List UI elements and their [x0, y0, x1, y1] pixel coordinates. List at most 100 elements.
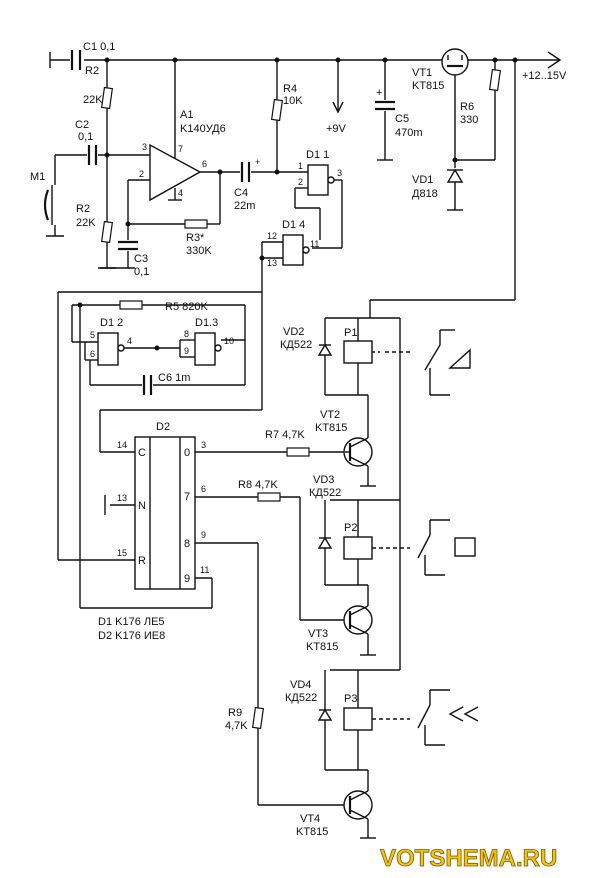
c6-label: C6 1m: [158, 372, 190, 384]
plus-9v-arrow: [332, 57, 344, 114]
d2-out-9: 9: [184, 573, 190, 585]
d2-pin-n: N: [138, 500, 146, 512]
c2-value: 0,1: [78, 131, 93, 143]
opamp-a1: [100, 57, 275, 269]
r9-value: 4,7K: [225, 720, 248, 732]
counter-d2: [57, 291, 262, 609]
d13-pin-9: 9: [184, 346, 189, 356]
c4-label: C4: [234, 187, 248, 199]
d2-pin-3: 3: [201, 440, 206, 450]
r4-label: R4: [283, 83, 297, 95]
d2-out-0: 0: [184, 447, 190, 459]
r4-value: 10K: [283, 95, 303, 107]
legend-line-2: D2 K176 ИЕ8: [98, 630, 165, 642]
a1-pin-6: 6: [202, 159, 207, 169]
c4-value: 22m: [234, 200, 255, 212]
vd3-label: VD3: [313, 474, 334, 486]
d14-pin-13: 13: [267, 258, 277, 268]
relay-channel-1: [195, 318, 471, 487]
c1-label: C1 0,1: [83, 41, 115, 53]
vd1-label: VD1: [412, 174, 433, 186]
d12-pin-4: 4: [127, 336, 132, 346]
bias-network: [43, 57, 148, 269]
relay-channel-2: [195, 492, 476, 656]
supply-rail: [49, 50, 562, 70]
relay-channel-3: [195, 542, 479, 839]
d12-label: D1 2: [100, 317, 123, 329]
vt1-value: KT815: [412, 80, 444, 92]
vd1-value: Д818: [412, 188, 438, 200]
r3-label: R3*: [186, 232, 205, 244]
d12-pin-6: 6: [90, 349, 95, 359]
supply-voltage-label: +12..15V: [522, 70, 567, 82]
vd2-value: КД522: [280, 339, 312, 351]
p2-label: P2: [344, 522, 357, 534]
p3-label: P3: [344, 693, 357, 705]
d2-pin-c: C: [138, 447, 146, 459]
plus-9v-label: +9V: [326, 123, 347, 135]
r2a-value: 22K: [83, 94, 103, 106]
a1-pin-7: 7: [178, 144, 183, 154]
r5-label: R5 820K: [165, 301, 208, 313]
legend-line-1: D1 K176 ЛЕ5: [98, 616, 165, 628]
r8-label: R8 4,7K: [238, 479, 278, 491]
r7-label: R7 4,7K: [265, 429, 305, 441]
regulator: [441, 48, 502, 211]
relay-supply: [325, 57, 518, 671]
r9-label: R9: [228, 707, 242, 719]
vt4-label: VT4: [300, 813, 320, 825]
vt4-value: KT815: [296, 826, 328, 838]
d14-label: D1 4: [282, 219, 305, 231]
watermark: VOTSHEMA.RU: [380, 845, 557, 872]
d14-pin-12: 12: [267, 231, 277, 241]
d13-pin-10: 10: [224, 336, 234, 346]
p1-label: P1: [344, 327, 357, 339]
a1-pin-2: 2: [139, 169, 144, 179]
vt3-label: VT3: [308, 628, 328, 640]
vt2-label: VT2: [320, 409, 340, 421]
vd4-value: КД522: [285, 692, 317, 704]
d2-out-7: 7: [184, 491, 190, 503]
d2-pin-r: R: [138, 555, 146, 567]
a1-value: K140УД6: [180, 123, 226, 135]
c5-label: C5: [395, 113, 409, 125]
r3-value: 330K: [186, 245, 212, 257]
d11-pin-3: 3: [337, 168, 342, 178]
d2-pin-9: 9: [201, 530, 206, 540]
a1-label: A1: [180, 109, 193, 121]
d2-label: D2: [156, 421, 170, 433]
c5: +: [375, 57, 395, 161]
d2-pin-11: 11: [200, 565, 209, 575]
r2a-label: R2: [85, 65, 99, 77]
vt3-value: KT815: [306, 641, 338, 653]
a1-pin-3: 3: [142, 142, 147, 152]
m1-label: M1: [30, 171, 45, 183]
d2-pin-6: 6: [201, 484, 206, 494]
d2-pin-13: 13: [117, 493, 127, 503]
d2-pin-14: 14: [117, 440, 127, 450]
d2-pin-15: 15: [117, 548, 127, 558]
d14-pin-11: 11: [310, 239, 319, 249]
vt2-value: KT815: [315, 422, 347, 434]
d13-label: D1.3: [195, 317, 218, 329]
c3-label: C3: [134, 253, 148, 265]
oscillator: [71, 292, 263, 411]
vt1-label: VT1: [412, 67, 432, 79]
d11-label: D1 1: [306, 149, 329, 161]
c3-value: 0,1: [134, 266, 149, 278]
d2-out-8: 8: [184, 538, 190, 550]
r2b-label: R2: [76, 203, 90, 215]
a1-pin-4: 4: [178, 188, 183, 198]
d11-pin-1: 1: [298, 161, 303, 171]
c4-plus: +: [255, 157, 260, 167]
r6-value: 330: [460, 114, 478, 126]
d12-pin-5: 5: [90, 330, 95, 340]
vd2-label: VD2: [283, 326, 304, 338]
schmitt-stage: [259, 57, 343, 292]
r6-label: R6: [460, 101, 474, 113]
c2-label: C2: [75, 119, 89, 131]
vd3-value: КД522: [309, 487, 341, 499]
d11-pin-2: 2: [298, 177, 303, 187]
vd4-label: VD4: [290, 679, 311, 691]
